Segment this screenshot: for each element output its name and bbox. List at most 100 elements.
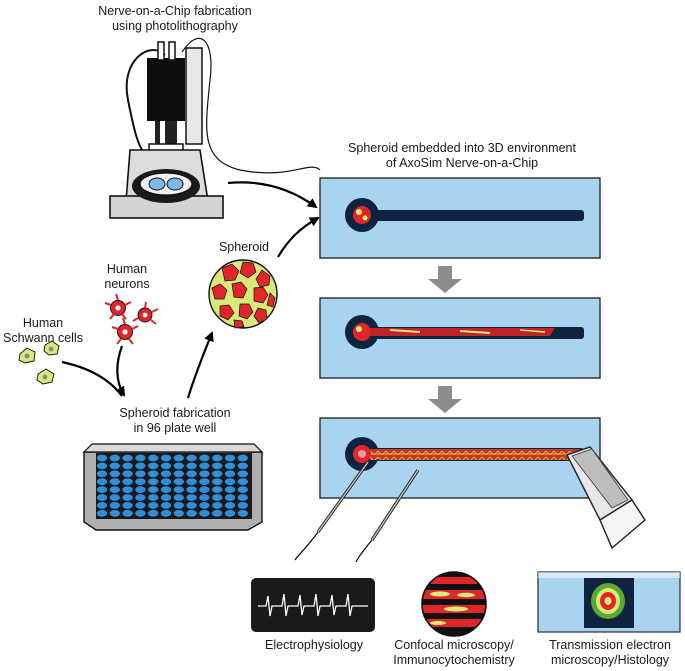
well xyxy=(96,470,108,478)
label-tem-line1: Transmission electron xyxy=(549,638,671,652)
well xyxy=(148,470,159,478)
chip-mature xyxy=(319,417,601,499)
well xyxy=(160,509,172,517)
well-plate-icon xyxy=(82,443,264,531)
label-spheroid-fabrication-line1: Spheroid fabrication xyxy=(119,406,231,420)
label-spheroid: Spheroid xyxy=(218,240,270,254)
well xyxy=(199,502,210,509)
well xyxy=(109,509,121,517)
well xyxy=(96,462,108,470)
label-tem: Transmission electron microscopy/Histolo… xyxy=(538,638,682,668)
well xyxy=(186,509,197,517)
well xyxy=(224,462,236,470)
well xyxy=(109,494,121,501)
well xyxy=(237,509,248,517)
well xyxy=(135,454,146,462)
well xyxy=(199,462,210,470)
label-photolithography: Nerve-on-a-Chip fabrication using photol… xyxy=(95,4,255,34)
label-photolithography-line1: Nerve-on-a-Chip fabrication xyxy=(98,4,252,18)
well xyxy=(212,502,223,509)
arrow-plate-to-spheroid xyxy=(186,331,214,399)
well xyxy=(199,486,210,493)
arrow-spheroid-to-chip xyxy=(277,217,320,258)
well xyxy=(212,486,223,493)
arrow-neurons-to-plate xyxy=(115,345,126,397)
label-embedded-line2: of AxoSim Nerve-on-a-Chip xyxy=(385,156,539,170)
well xyxy=(148,494,159,501)
well xyxy=(173,470,184,478)
well xyxy=(212,494,223,501)
well xyxy=(224,494,236,501)
label-neurons: Human neurons xyxy=(92,262,162,292)
label-neurons-line2: neurons xyxy=(104,277,150,291)
arrow-schwann-to-plate xyxy=(61,360,123,397)
well xyxy=(186,486,197,493)
well xyxy=(186,454,197,462)
well xyxy=(173,462,184,470)
spheroid-icon xyxy=(353,206,371,224)
chip-initial xyxy=(319,177,601,259)
well xyxy=(186,502,197,509)
well xyxy=(109,470,121,478)
well xyxy=(237,462,248,470)
well xyxy=(96,509,108,517)
arrow-fab-to-chip xyxy=(227,181,318,209)
well xyxy=(122,478,133,486)
well xyxy=(224,478,236,486)
spheroid-large xyxy=(208,259,278,329)
well xyxy=(199,470,210,478)
well xyxy=(186,478,197,486)
chip-growth xyxy=(319,297,601,379)
arrow-down-1 xyxy=(428,266,462,293)
well xyxy=(135,486,146,493)
well xyxy=(237,486,248,493)
well xyxy=(96,454,108,462)
well xyxy=(135,502,146,509)
well xyxy=(237,494,248,501)
well xyxy=(199,478,210,486)
electrode-icon xyxy=(294,461,420,563)
well xyxy=(186,470,197,478)
well xyxy=(135,509,146,517)
label-neurons-line1: Human xyxy=(106,262,148,276)
well xyxy=(148,478,159,486)
confocal-panel xyxy=(421,571,487,637)
arrow-down-2 xyxy=(428,386,462,413)
label-schwann-line2: Schwann cells xyxy=(3,331,83,345)
well xyxy=(135,470,146,478)
well xyxy=(135,478,146,486)
well xyxy=(148,502,159,509)
electrophysiology-panel xyxy=(251,578,375,632)
well xyxy=(160,486,172,493)
microscope-icon xyxy=(109,37,321,219)
label-confocal-line2: Immunocytochemistry xyxy=(393,653,515,667)
well xyxy=(122,470,133,478)
well xyxy=(212,454,223,462)
well xyxy=(160,478,172,486)
well xyxy=(96,478,108,486)
label-schwann-line1: Human xyxy=(22,316,64,330)
well xyxy=(173,486,184,493)
label-photolithography-line2: using photolithography xyxy=(112,19,238,33)
label-embedded-line1: Spheroid embedded into 3D environment xyxy=(348,141,576,155)
well xyxy=(109,454,121,462)
well xyxy=(122,462,133,470)
neuron-cell-icon xyxy=(104,293,159,345)
well xyxy=(109,486,121,493)
well xyxy=(109,478,121,486)
well xyxy=(173,494,184,501)
well xyxy=(237,478,248,486)
well xyxy=(199,454,210,462)
well xyxy=(212,509,223,517)
well xyxy=(212,478,223,486)
label-tem-line2: microscopy/Histology xyxy=(550,653,670,667)
well xyxy=(96,502,108,509)
tem-panel xyxy=(537,571,681,633)
well xyxy=(237,502,248,509)
well xyxy=(186,462,197,470)
well xyxy=(109,502,121,509)
well xyxy=(122,509,133,517)
well xyxy=(160,494,172,501)
